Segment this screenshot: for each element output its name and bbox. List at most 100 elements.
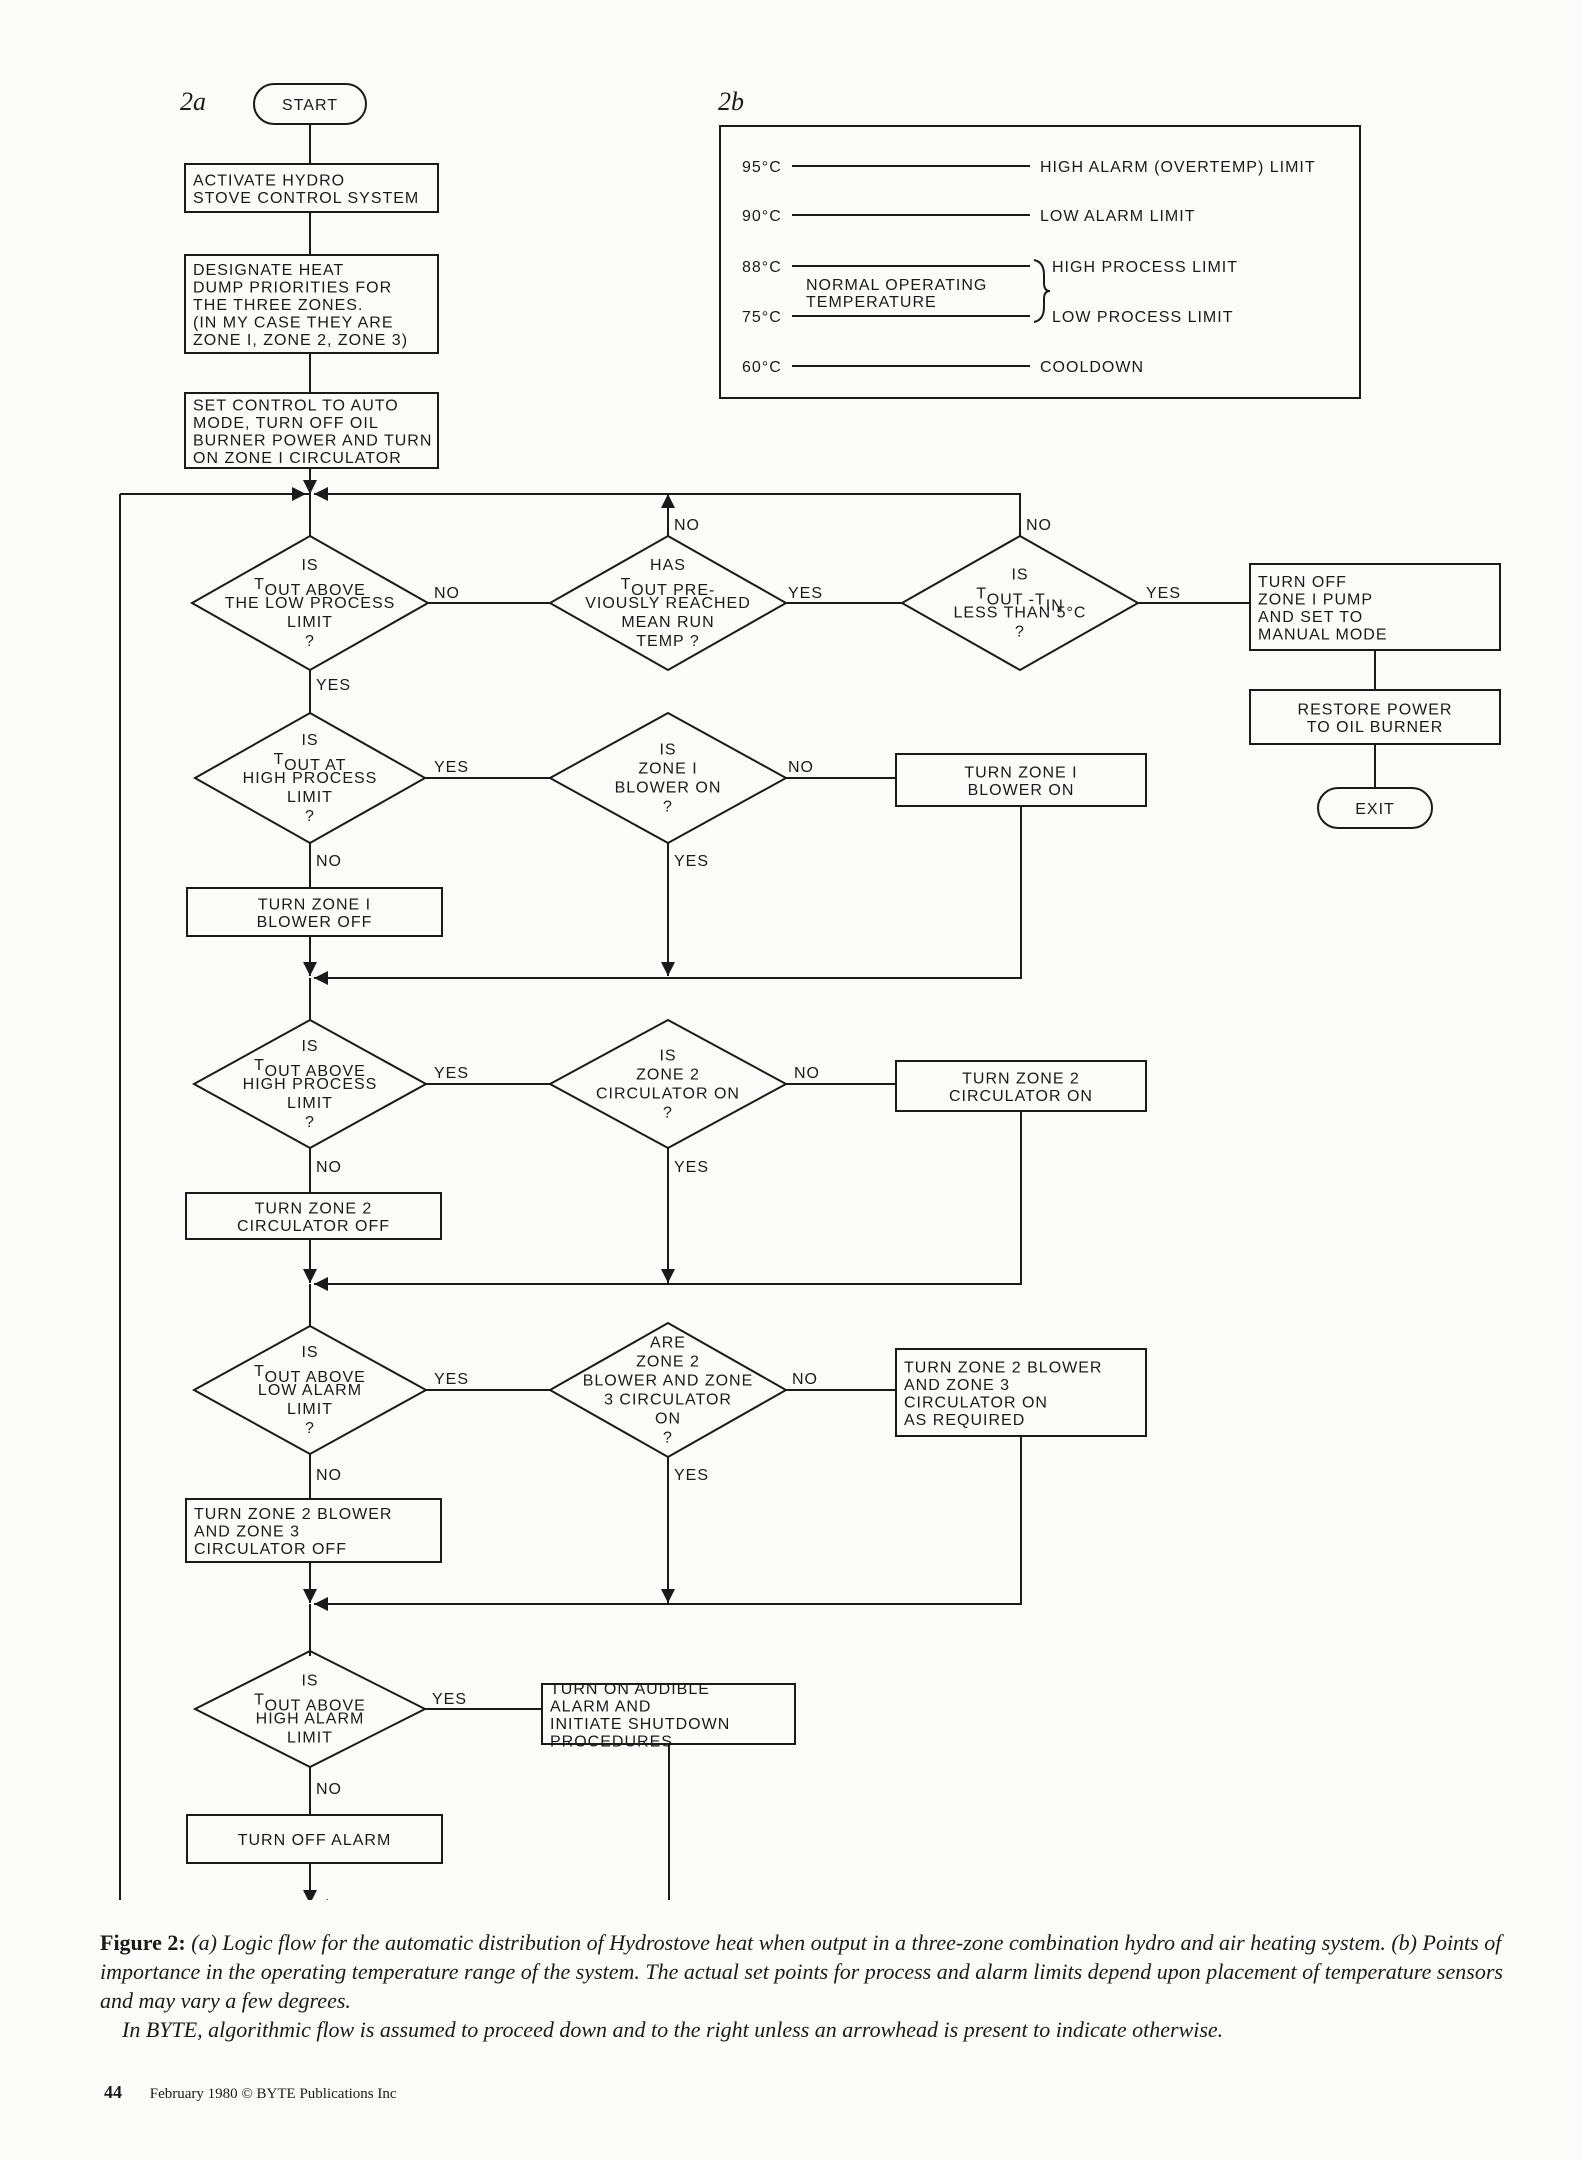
- decision-above-low-alarm-text: IS: [301, 1344, 318, 1361]
- branch-yes: YES: [316, 677, 351, 694]
- decision-above-high-alarm-text: LIMIT: [287, 1730, 333, 1747]
- set-control-box-text: SET CONTROL TO AUTO: [193, 397, 399, 414]
- designate-box-text: DUMP PRIORITIES FOR: [193, 280, 392, 297]
- branch-no: NO: [788, 759, 814, 776]
- decision-zone1-blower-on-text: BLOWER ON: [615, 780, 722, 797]
- temperature-value: 95°C: [742, 159, 782, 176]
- decision-zone2-blower-zone3-circ-on-text: ?: [663, 1430, 673, 1447]
- decision-above-low-process-text: ?: [305, 633, 315, 650]
- decision-delta-less-than-5-text: LESS THAN 5°C: [954, 605, 1087, 622]
- caption-note: In BYTE, algorithmic flow is assumed to …: [122, 2017, 1224, 2042]
- arrowhead-down: [303, 1890, 317, 1900]
- figure-number: Figure 2:: [100, 1930, 186, 1955]
- decision-zone2-circulator-on-text: CIRCULATOR ON: [596, 1086, 740, 1103]
- decision-reached-mean-temp-frame: [547, 534, 789, 672]
- zone2-blower-zone3-circ-off-box-text: CIRCULATOR OFF: [194, 1541, 347, 1558]
- alarm-off-box: TURN OFF ALARM: [186, 1814, 443, 1864]
- arrowhead-down: [303, 962, 317, 976]
- zone1-blower-on-box-frame: [895, 753, 1147, 807]
- decision-zone1-blower-on-frame: [547, 711, 789, 845]
- temperature-value: 60°C: [742, 359, 782, 376]
- zone2-blower-zone3-circ-on-box-text: TURN ZONE 2 BLOWER: [904, 1359, 1102, 1376]
- activate-box-text: STOVE CONTROL SYSTEM: [193, 190, 419, 207]
- zone2-blower-zone3-circ-off-box-text: AND ZONE 3: [194, 1524, 300, 1541]
- designate-box-text: ZONE I, ZONE 2, ZONE 3): [193, 332, 408, 349]
- decision-above-high-process-frame: [191, 1018, 429, 1150]
- decision-above-low-process-text: IS: [301, 557, 318, 574]
- branch-yes: YES: [434, 1371, 469, 1388]
- decision-zone1-blower-on-text: IS: [659, 742, 676, 759]
- restore-power-box-text: TO OIL BURNER: [1307, 719, 1444, 736]
- branch-no: NO: [674, 517, 700, 534]
- set-control-box-text: BURNER POWER AND TURN: [193, 432, 432, 449]
- figure-caption: Figure 2: (a) Logic flow for the automat…: [100, 1928, 1510, 2044]
- branch-no: NO: [1026, 517, 1052, 534]
- decision-above-high-alarm-text: TOUT ABOVE: [254, 1692, 366, 1715]
- zone2-circulator-on-box-text: TURN ZONE 2: [962, 1070, 1080, 1087]
- designate-box-text: (IN MY CASE THEY ARE: [193, 315, 394, 332]
- decision-above-low-alarm-text: TOUT ABOVE: [254, 1363, 366, 1386]
- start-terminal: START: [253, 83, 367, 125]
- zone1-blower-on-box-text: TURN ZONE I: [964, 764, 1077, 781]
- connector-line: [314, 806, 1022, 979]
- designate-box-text: THE THREE ZONES.: [193, 297, 363, 314]
- zone1-blower-on-box-text: BLOWER ON: [968, 782, 1075, 799]
- decision-delta-less-than-5-text: IS: [1011, 567, 1028, 584]
- alarm-on-box-text: INITIATE SHUTDOWN: [550, 1716, 730, 1733]
- temperature-description: LOW PROCESS LIMIT: [1052, 309, 1233, 326]
- branch-yes: YES: [1146, 585, 1181, 602]
- arrowhead-down: [661, 1269, 675, 1283]
- restore-power-box-frame: [1249, 689, 1501, 745]
- turn-off-pump-box-text: AND SET TO: [1258, 609, 1363, 626]
- branch-yes: YES: [674, 853, 709, 870]
- set-control-box-text: MODE, TURN OFF OIL: [193, 415, 379, 432]
- branch-yes: YES: [434, 759, 469, 776]
- zone1-blower-off-box-frame: [186, 887, 443, 937]
- page-number: 44: [104, 2082, 122, 2102]
- connector-line: [314, 493, 1021, 536]
- turn-off-pump-box-frame: [1249, 563, 1501, 651]
- designate-box-text: DESIGNATE HEAT: [193, 262, 344, 279]
- arrowhead-right: [292, 487, 306, 501]
- start-terminal-text: START: [282, 97, 338, 114]
- temperature-value: 90°C: [742, 208, 782, 225]
- arrowhead-left: [326, 1899, 328, 1900]
- zone2-blower-zone3-circ-on-box-text: AS REQUIRED: [904, 1412, 1025, 1429]
- arrowhead-down: [303, 1269, 317, 1283]
- arrowhead-down: [303, 1589, 317, 1603]
- branch-yes: YES: [432, 1691, 467, 1708]
- zone2-circulator-on-box-frame: [895, 1060, 1147, 1112]
- alarm-on-box-text: PROCEDURES: [550, 1733, 673, 1750]
- branch-yes: YES: [674, 1159, 709, 1176]
- arrowhead-left: [314, 971, 328, 985]
- decision-zone2-blower-zone3-circ-on-text: 3 CIRCULATOR: [604, 1392, 732, 1409]
- exit-terminal-text: EXIT: [1355, 801, 1395, 818]
- normal-operating-label: TEMPERATURE: [806, 294, 937, 311]
- arrowhead-left: [314, 1597, 328, 1611]
- alarm-on-box-text: ALARM AND: [550, 1698, 651, 1715]
- branch-yes: YES: [434, 1065, 469, 1082]
- arrowhead-up: [661, 494, 675, 508]
- decision-at-high-process-text: LIMIT: [287, 789, 333, 806]
- zone2-blower-zone3-circ-off-box-text: TURN ZONE 2 BLOWER: [194, 1506, 392, 1523]
- decision-delta-less-than-5-frame: [899, 534, 1141, 672]
